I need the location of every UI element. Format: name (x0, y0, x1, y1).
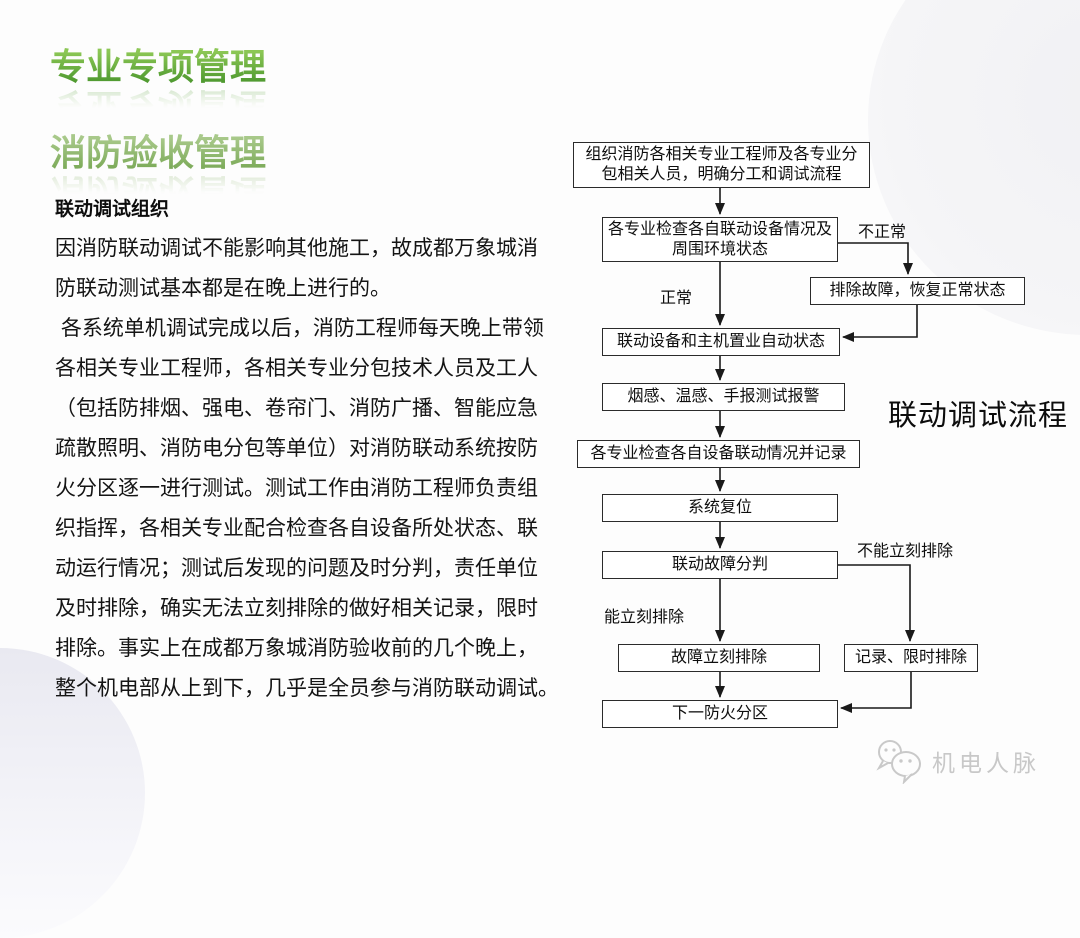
flow-box-set-auto: 联动设备和主机置业自动状态 (602, 328, 840, 356)
article-body: 因消防联动调试不能影响其他施工，故成都万象城消防联动测试基本都是在晚上进行的。 … (55, 229, 575, 709)
section-title: 消防验收管理 消防验收管理 (50, 132, 267, 213)
article-heading: 联动调试组织 (55, 199, 170, 220)
text-line: 因消防联动调试不能影响其他施工，故成都万象城消 (55, 237, 538, 260)
text-line: 各相关专业工程师，各相关专业分包技术人员及工人 (55, 357, 538, 380)
flow-box-record-check: 各专业检查各自设备联动情况并记录 (577, 440, 860, 468)
watermark-text: 机电人脉 (932, 750, 1040, 776)
text-line: （包括防排烟、强电、卷帘门、消防广播、智能应急 (55, 397, 538, 420)
flow-box-record-limit: 记录、限时排除 (844, 644, 978, 672)
flowchart-title: 联动调试流程 (888, 400, 1069, 432)
text-line: 织指挥，各相关专业配合检查各自设备所处状态、联 (55, 517, 538, 540)
flow-box-fault-judge: 联动故障分判 (602, 551, 838, 579)
flow-box-check-devices: 各专业检查各自联动设备情况及周围环境状态 (602, 217, 838, 262)
edge-label-can-fix-now: 能立刻排除 (604, 609, 685, 626)
edge-label-normal: 正常 (660, 290, 693, 307)
edge-label-cannot-fix-now: 不能立刻排除 (857, 543, 954, 560)
watermark: 机电人脉 (874, 738, 1040, 784)
section-title-text: 消防验收管理 (50, 132, 267, 173)
text-line: 火分区逐一进行测试。测试工作由消防工程师负责组 (55, 477, 538, 500)
text-line: 整个机电部从上到下，几乎是全员参与消防联动调试。 (55, 677, 559, 700)
flow-box-fix-restore: 排除故障，恢复正常状态 (810, 277, 1025, 305)
page-title-reflection: 专业专项管理 (50, 85, 267, 127)
page-title-text: 专业专项管理 (50, 46, 267, 87)
flow-box-fix-immediately: 故障立刻排除 (618, 644, 820, 672)
text-line: 排除。事实上在成都万象城消防验收前的几个晚上， (55, 637, 538, 660)
text-line: 各系统单机调试完成以后，消防工程师每天晚上带领 (55, 317, 544, 340)
flow-box-next-zone: 下一防火分区 (602, 700, 838, 728)
edge-label-abnormal: 不正常 (858, 224, 907, 241)
text-line: 动运行情况；测试后发现的问题及时分判，责任单位 (55, 557, 538, 580)
text-line: 疏散照明、消防电分包等单位）对消防联动系统按防 (55, 437, 538, 460)
flow-box-organize: 组织消防各相关专业工程师及各专业分包相关人员，明确分工和调试流程 (573, 142, 870, 188)
flow-box-system-reset: 系统复位 (602, 494, 838, 522)
text-line: 及时排除，确实无法立刻排除的做好相关记录，限时 (55, 597, 538, 620)
flow-box-alarm-test: 烟感、温感、手报测试报警 (602, 383, 845, 411)
article-block: 联动调试组织 因消防联动调试不能影响其他施工，故成都万象城消防联动测试基本都是在… (55, 194, 575, 709)
text-line: 防联动测试基本都是在晚上进行的。 (55, 277, 391, 300)
page-title: 专业专项管理 专业专项管理 (50, 46, 267, 127)
wechat-icon (876, 740, 921, 784)
